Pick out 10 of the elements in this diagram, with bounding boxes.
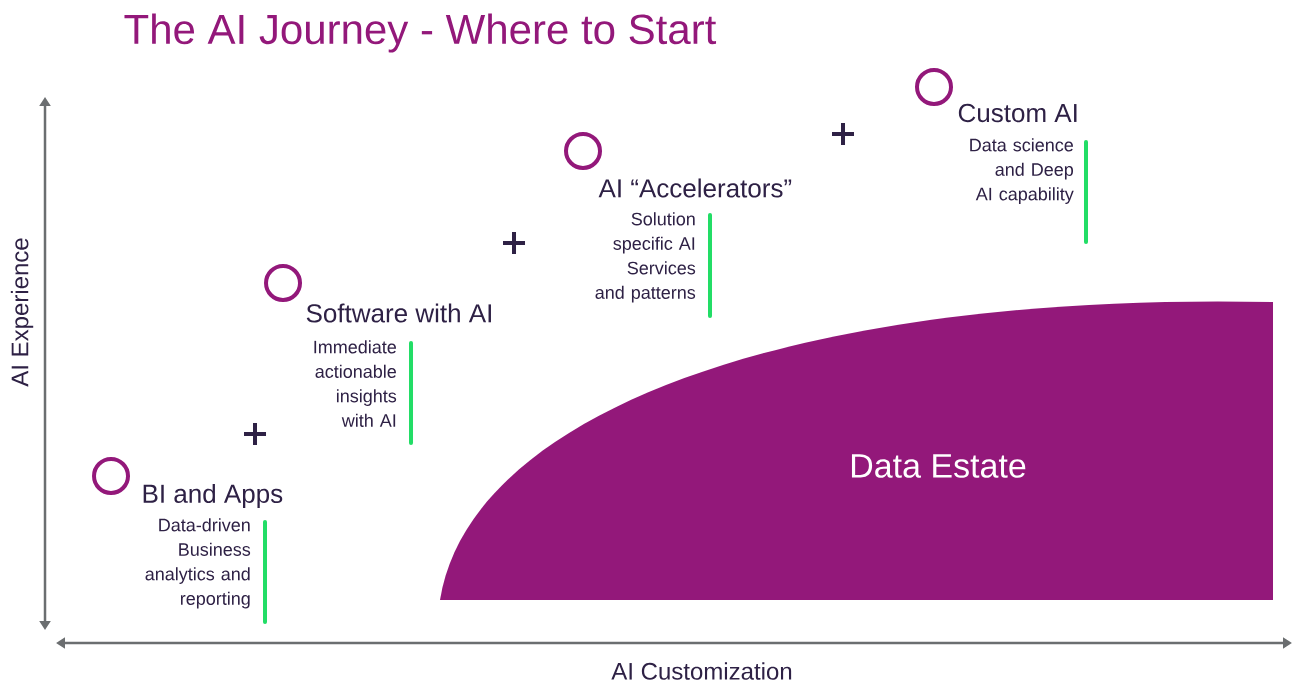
axis-label: AI Experience (10, 238, 34, 387)
stage-description: Immediate actionable insights with AI (314, 340, 397, 427)
stage-description: Solution specific AI Services and patterns (595, 212, 696, 303)
stage-description: Data science and Deep AI capability (970, 138, 1074, 204)
stage-heading: Custom AI (958, 103, 1077, 123)
title: The AI Journey - Where to Start (124, 13, 717, 53)
axis-label: AI Customization (611, 662, 792, 680)
stage-description: Data-driven Business analytics and reporting (145, 518, 251, 609)
stage-heading: AI “Accelerators” (598, 178, 792, 198)
stage-heading: BI and Apps (143, 483, 283, 509)
